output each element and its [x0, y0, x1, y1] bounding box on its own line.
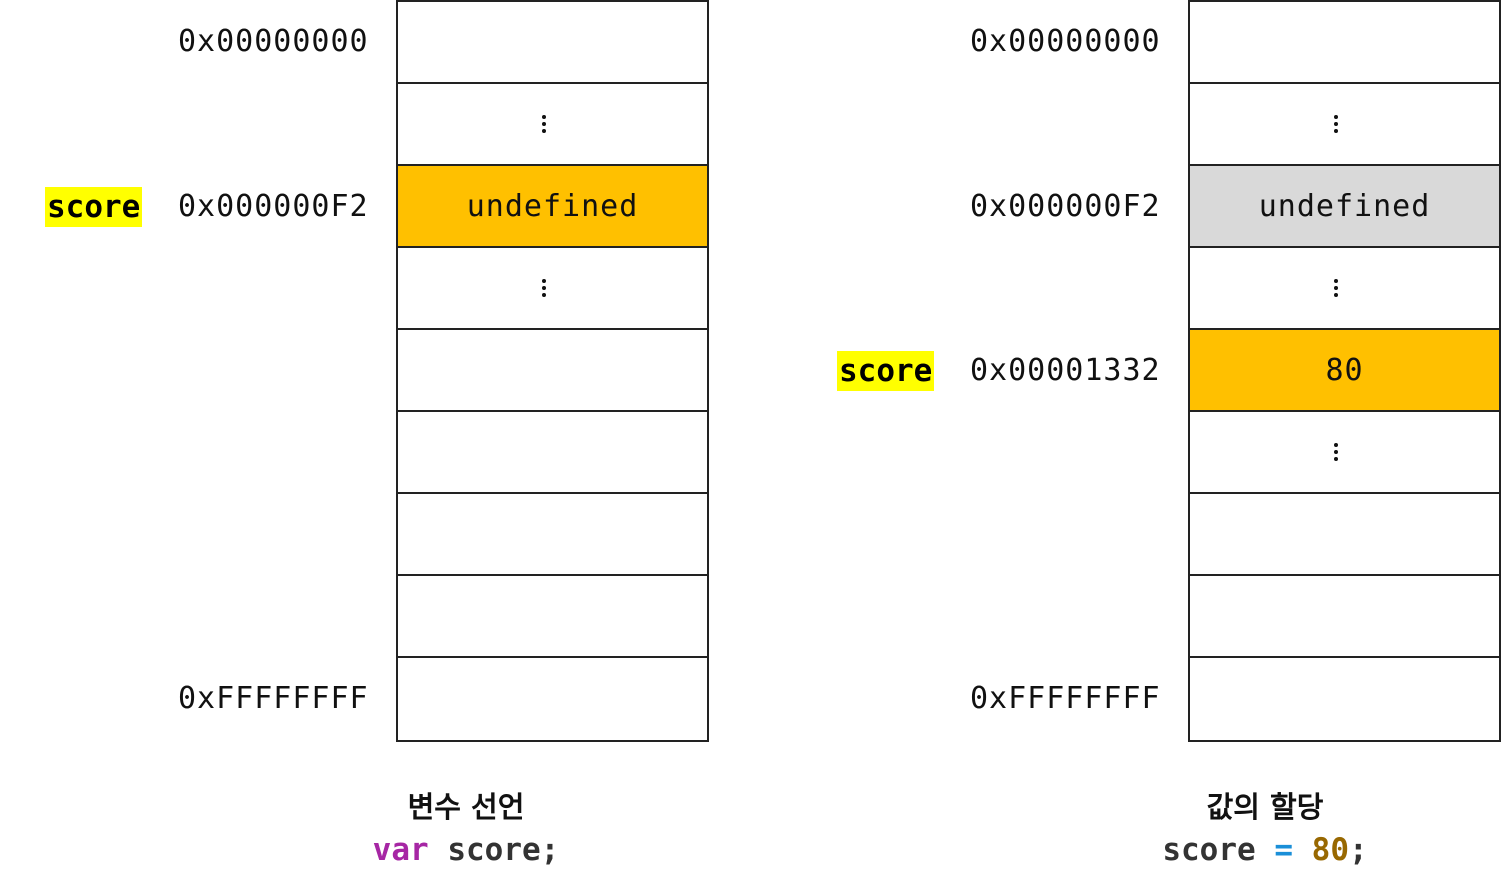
code-identifier: score — [447, 832, 541, 868]
vertical-ellipsis-icon — [1333, 279, 1338, 297]
caption-title-right: 값의 할당 — [1206, 790, 1324, 824]
memory-cell — [1190, 2, 1499, 84]
code-semicolon: ; — [540, 832, 560, 868]
caption-left: 변수 선언 var score; — [296, 784, 636, 868]
memory-cell-ellipsis — [1190, 412, 1499, 494]
memory-cell — [1190, 576, 1499, 658]
memory-cell-ellipsis — [1190, 248, 1499, 330]
memory-cell-ellipsis — [398, 248, 707, 330]
code-number: 80 — [1311, 832, 1349, 868]
caption-right: 값의 할당 score = 80; — [1095, 784, 1435, 868]
code-identifier: score — [1162, 832, 1256, 868]
code-operator: = — [1274, 832, 1293, 868]
code-line-right: score = 80; — [1095, 832, 1435, 868]
memory-cell — [1190, 658, 1499, 740]
address-target-right: 0x00001332 — [970, 353, 1161, 388]
vertical-ellipsis-icon — [1333, 443, 1338, 461]
vertical-ellipsis-icon — [1333, 115, 1338, 133]
memory-cell-ellipsis — [398, 84, 707, 166]
code-keyword: var — [372, 832, 429, 868]
memory-cell — [398, 330, 707, 412]
address-top-left: 0x00000000 — [178, 24, 369, 59]
caption-title-left: 변수 선언 — [407, 790, 525, 824]
address-mid-right: 0x000000F2 — [970, 189, 1161, 224]
memory-cell — [1190, 494, 1499, 576]
memory-cell — [398, 658, 707, 740]
address-bottom-left: 0xFFFFFFFF — [178, 681, 369, 716]
vertical-ellipsis-icon — [541, 279, 546, 297]
memory-cell — [398, 576, 707, 658]
vertical-ellipsis-icon — [541, 115, 546, 133]
address-bottom-right: 0xFFFFFFFF — [970, 681, 1161, 716]
memory-column-left: undefined — [396, 0, 709, 742]
code-line-left: var score; — [296, 832, 636, 868]
memory-cell-ellipsis — [1190, 84, 1499, 166]
memory-cell-old-undefined: undefined — [1190, 166, 1499, 248]
memory-column-right: undefined 80 — [1188, 0, 1501, 742]
memory-cell — [398, 2, 707, 84]
memory-cell — [398, 412, 707, 494]
code-semicolon: ; — [1349, 832, 1368, 868]
memory-cell — [398, 494, 707, 576]
memory-cell-score-value: 80 — [1190, 330, 1499, 412]
address-top-right: 0x00000000 — [970, 24, 1161, 59]
address-mid-left: 0x000000F2 — [178, 189, 369, 224]
memory-cell-score-undefined: undefined — [398, 166, 707, 248]
variable-label-left: score — [45, 187, 143, 227]
variable-label-right: score — [837, 351, 935, 391]
